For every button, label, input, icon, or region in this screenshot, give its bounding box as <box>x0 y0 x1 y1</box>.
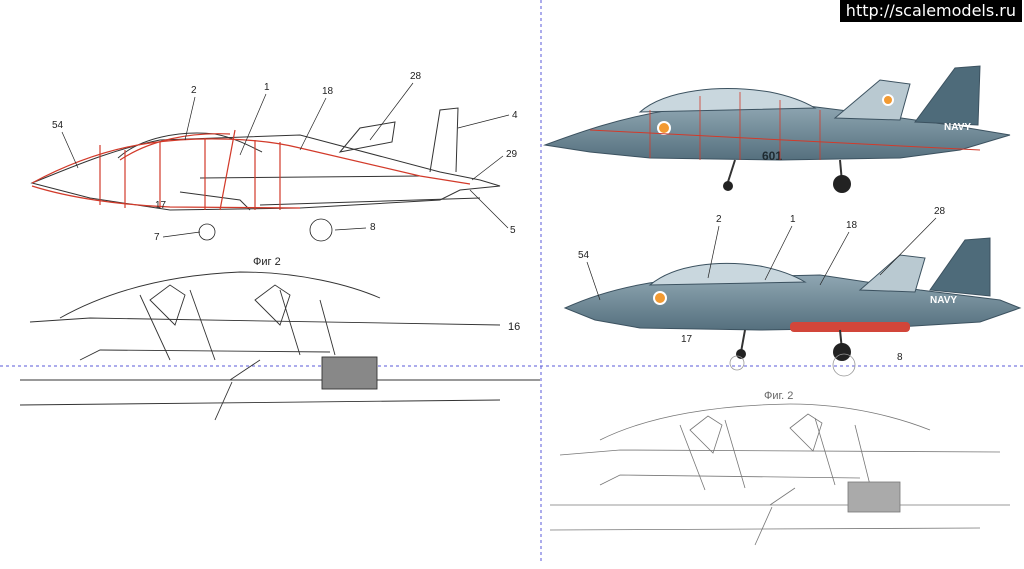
red-overlay-lines <box>31 129 471 211</box>
middle-callout-2: 2 <box>716 214 722 225</box>
left-callouts: 54 2 1 18 28 4 29 17 5 7 8 <box>52 71 518 243</box>
middle-callout-18: 18 <box>846 220 858 231</box>
middle-tail-navy-text: NAVY <box>930 295 957 306</box>
middle-callout-17: 17 <box>681 334 693 345</box>
middle-callout-28: 28 <box>934 206 946 217</box>
callout-8: 8 <box>370 222 376 233</box>
callout-54: 54 <box>52 120 64 131</box>
middle-callout-1: 1 <box>790 214 796 225</box>
callout-29: 29 <box>506 149 518 160</box>
right-bottom-cockpit-cutaway <box>549 403 1010 546</box>
right-middle-aircraft-profile: NAVY <box>563 237 1022 361</box>
callout-5: 5 <box>510 225 516 236</box>
callout-28: 28 <box>410 71 422 82</box>
left-cockpit-cutaway <box>19 271 540 421</box>
callout-7: 7 <box>154 232 160 243</box>
callout-16: 16 <box>508 321 520 333</box>
right-top-aircraft-profile: NAVY 601 <box>543 65 1011 193</box>
right-middle-callouts: 54 2 1 18 28 17 8 <box>578 206 946 377</box>
middle-callout-8: 8 <box>897 352 903 363</box>
callout-4: 4 <box>512 110 518 121</box>
callout-18: 18 <box>322 86 334 97</box>
callout-2: 2 <box>191 85 197 96</box>
top-tail-code: 601 <box>762 149 782 163</box>
callout-1: 1 <box>264 82 270 93</box>
callout-17: 17 <box>155 200 167 211</box>
left-figure-caption: Фиг 2 <box>253 256 281 268</box>
right-figure-caption: Фиг. 2 <box>764 390 793 402</box>
watermark-url: http://scalemodels.ru <box>839 0 1022 22</box>
left-aircraft-drawing <box>30 107 501 211</box>
top-tail-navy-text: NAVY <box>944 122 971 133</box>
middle-callout-54: 54 <box>578 250 590 261</box>
